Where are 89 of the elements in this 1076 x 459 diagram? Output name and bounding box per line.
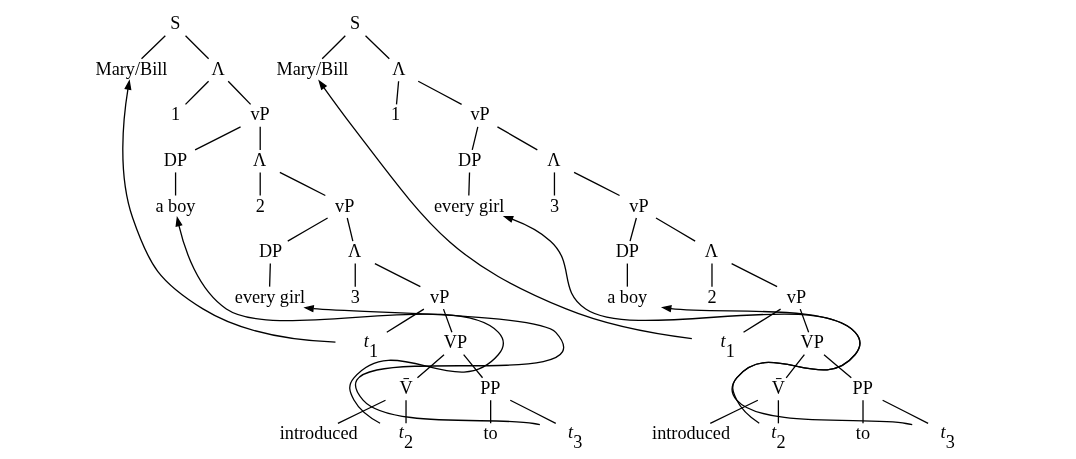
connector <box>321 35 346 60</box>
node-text: vP <box>334 195 354 216</box>
node-text: 3 <box>350 286 360 307</box>
connector <box>572 171 620 197</box>
connector <box>140 35 166 60</box>
connector <box>259 126 261 151</box>
node-text: 3 <box>549 195 559 216</box>
connector <box>785 354 805 379</box>
node-text: introduced <box>279 423 358 444</box>
node-text: Λ <box>210 58 225 79</box>
node-text: 1 <box>170 104 180 125</box>
connector <box>417 80 462 106</box>
connector <box>496 126 538 151</box>
node-text: Mary/Bill <box>275 58 348 79</box>
connector <box>336 399 386 424</box>
connector <box>346 217 353 242</box>
connector <box>777 399 779 424</box>
connector <box>395 80 399 106</box>
node-text: Mary/Bill <box>95 58 167 79</box>
connector <box>193 126 241 151</box>
node-text: V̄ <box>399 377 413 398</box>
arrow <box>175 215 504 424</box>
node-text: PP <box>852 377 873 398</box>
connector <box>354 262 356 288</box>
connector <box>416 354 445 379</box>
connector <box>509 399 556 424</box>
node-text: every girl <box>433 195 504 216</box>
connector <box>278 171 326 197</box>
arrow <box>121 79 336 343</box>
node-text: S <box>169 13 181 34</box>
node-text: to <box>855 423 870 444</box>
node-text: vP <box>786 286 806 307</box>
node-text: Λ <box>347 241 361 262</box>
node-text: to <box>482 423 498 444</box>
connector <box>626 262 628 288</box>
node-text: DP <box>258 241 282 262</box>
node-text: VP <box>443 332 467 353</box>
connector <box>364 35 390 60</box>
arrow <box>302 305 564 426</box>
node-text: VP <box>800 332 824 353</box>
connector <box>553 171 555 197</box>
connector <box>628 217 637 242</box>
node-text: DP <box>163 149 187 170</box>
connector <box>822 354 852 379</box>
connector <box>742 308 781 333</box>
connector <box>861 399 864 424</box>
connector <box>881 399 929 424</box>
connector <box>654 217 696 242</box>
connector <box>184 35 209 60</box>
node-text: a boy <box>154 195 195 216</box>
arrow <box>502 215 913 426</box>
node-text: 2 <box>706 286 717 307</box>
connector <box>268 262 271 288</box>
connector <box>184 80 209 106</box>
connector <box>385 308 425 333</box>
node-text: Λ <box>546 149 561 170</box>
node-text: introduced <box>651 423 730 444</box>
connector <box>373 262 421 288</box>
connector <box>489 399 491 424</box>
connector <box>404 399 407 424</box>
connector <box>730 262 778 288</box>
node-text: DP <box>615 241 639 262</box>
node-text: PP <box>479 377 500 398</box>
node-text: a boy <box>606 286 647 307</box>
node-text: 2 <box>255 195 265 216</box>
node-text: S <box>349 13 360 34</box>
connector <box>471 126 478 151</box>
arrow <box>317 79 692 340</box>
connector <box>710 262 713 288</box>
node-text: vP <box>249 104 270 125</box>
node-text: 1 <box>390 104 400 125</box>
node-text: Λ <box>704 241 718 262</box>
connector <box>709 399 758 424</box>
connector <box>227 80 251 106</box>
connector <box>799 308 809 333</box>
connector <box>259 171 261 197</box>
node-text: V̄ <box>771 377 785 398</box>
connector <box>462 354 483 379</box>
connector <box>467 171 470 197</box>
connector <box>442 308 453 333</box>
node-text: Λ <box>391 58 406 79</box>
node-text: DP <box>457 149 481 170</box>
node-text: vP <box>429 286 449 307</box>
node-text: every girl <box>234 286 305 307</box>
node-text: vP <box>469 104 490 125</box>
node-text: Λ <box>252 149 266 170</box>
connector <box>286 217 328 242</box>
node-text: vP <box>628 195 649 216</box>
connector <box>174 171 176 197</box>
